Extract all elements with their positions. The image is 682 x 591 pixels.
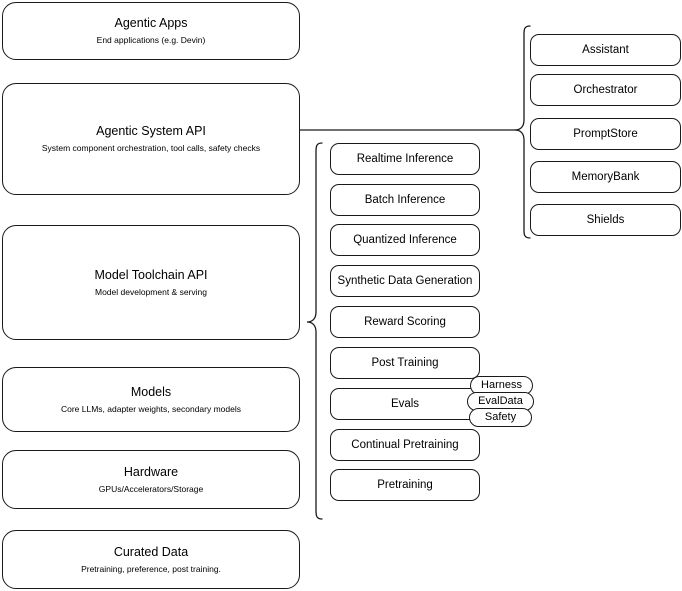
capability-label: Reward Scoring xyxy=(364,316,446,328)
eval-pill-label: Harness xyxy=(481,379,522,391)
layer-box-models[interactable]: Models Core LLMs, adapter weights, secon… xyxy=(2,367,300,432)
layer-box-agentic-system-api[interactable]: Agentic System API System component orch… xyxy=(2,83,300,195)
component-box-shields[interactable]: Shields xyxy=(530,204,681,236)
layer-box-hardware[interactable]: Hardware GPUs/Accelerators/Storage xyxy=(2,450,300,509)
capability-label: Realtime Inference xyxy=(356,153,454,165)
component-box-orchestrator[interactable]: Orchestrator xyxy=(530,74,681,106)
capability-box-post-training[interactable]: Post Training xyxy=(330,347,480,379)
component-label: Shields xyxy=(586,214,625,226)
brace-system-components xyxy=(512,24,534,240)
capability-label: Quantized Inference xyxy=(353,234,457,246)
component-label: Orchestrator xyxy=(573,84,638,96)
eval-pill-harness[interactable]: Harness xyxy=(470,376,533,395)
capability-box-pretraining[interactable]: Pretraining xyxy=(330,469,480,501)
component-box-assistant[interactable]: Assistant xyxy=(530,34,681,66)
layer-box-curated-data[interactable]: Curated Data Pretraining, preference, po… xyxy=(2,530,300,589)
layer-subtitle: GPUs/Accelerators/Storage xyxy=(98,483,204,494)
brace-toolchain-capabilities xyxy=(300,140,324,522)
capability-box-quantized-inference[interactable]: Quantized Inference xyxy=(330,224,480,256)
layer-title: Agentic System API xyxy=(96,124,206,138)
layer-subtitle: End applications (e.g. Devin) xyxy=(96,35,206,45)
component-box-memorybank[interactable]: MemoryBank xyxy=(530,161,681,193)
layer-title: Curated Data xyxy=(113,544,189,559)
capability-label: Synthetic Data Generation xyxy=(337,275,473,287)
connector-line-agentic-system-api xyxy=(300,120,526,142)
capability-label: Batch Inference xyxy=(364,194,446,206)
component-label: PromptStore xyxy=(573,128,638,140)
layer-box-model-toolchain-api[interactable]: Model Toolchain API Model development & … xyxy=(2,225,300,340)
layer-subtitle: Core LLMs, adapter weights, secondary mo… xyxy=(60,403,241,414)
component-label: MemoryBank xyxy=(571,171,640,183)
eval-pill-label: EvalData xyxy=(478,395,523,407)
eval-pill-safety[interactable]: Safety xyxy=(469,408,532,427)
capability-box-synthetic-data-generation[interactable]: Synthetic Data Generation xyxy=(330,265,480,297)
capability-label: Continual Pretraining xyxy=(351,439,459,451)
capability-label: Pretraining xyxy=(377,479,433,491)
capability-box-reward-scoring[interactable]: Reward Scoring xyxy=(330,306,480,338)
layer-title: Hardware xyxy=(123,464,179,479)
capability-label: Post Training xyxy=(371,357,439,369)
layer-subtitle: Pretraining, preference, post training. xyxy=(81,563,221,574)
layer-subtitle: Model development & serving xyxy=(95,286,207,297)
capability-box-batch-inference[interactable]: Batch Inference xyxy=(330,184,480,216)
component-box-promptstore[interactable]: PromptStore xyxy=(530,118,681,150)
layer-title: Model Toolchain API xyxy=(94,267,208,282)
layer-title: Models xyxy=(130,384,172,399)
capability-box-realtime-inference[interactable]: Realtime Inference xyxy=(330,143,480,175)
capability-box-continual-pretraining[interactable]: Continual Pretraining xyxy=(330,429,480,461)
layer-title: Agentic Apps xyxy=(114,16,188,30)
capability-box-evals[interactable]: Evals xyxy=(330,388,480,420)
layer-subtitle: System component orchestration, tool cal… xyxy=(41,143,261,153)
component-label: Assistant xyxy=(582,44,629,56)
eval-pill-evaldata[interactable]: EvalData xyxy=(467,392,534,411)
eval-pill-label: Safety xyxy=(484,411,517,423)
layer-box-agentic-apps[interactable]: Agentic Apps End applications (e.g. Devi… xyxy=(2,2,300,60)
capability-label: Evals xyxy=(390,398,420,410)
